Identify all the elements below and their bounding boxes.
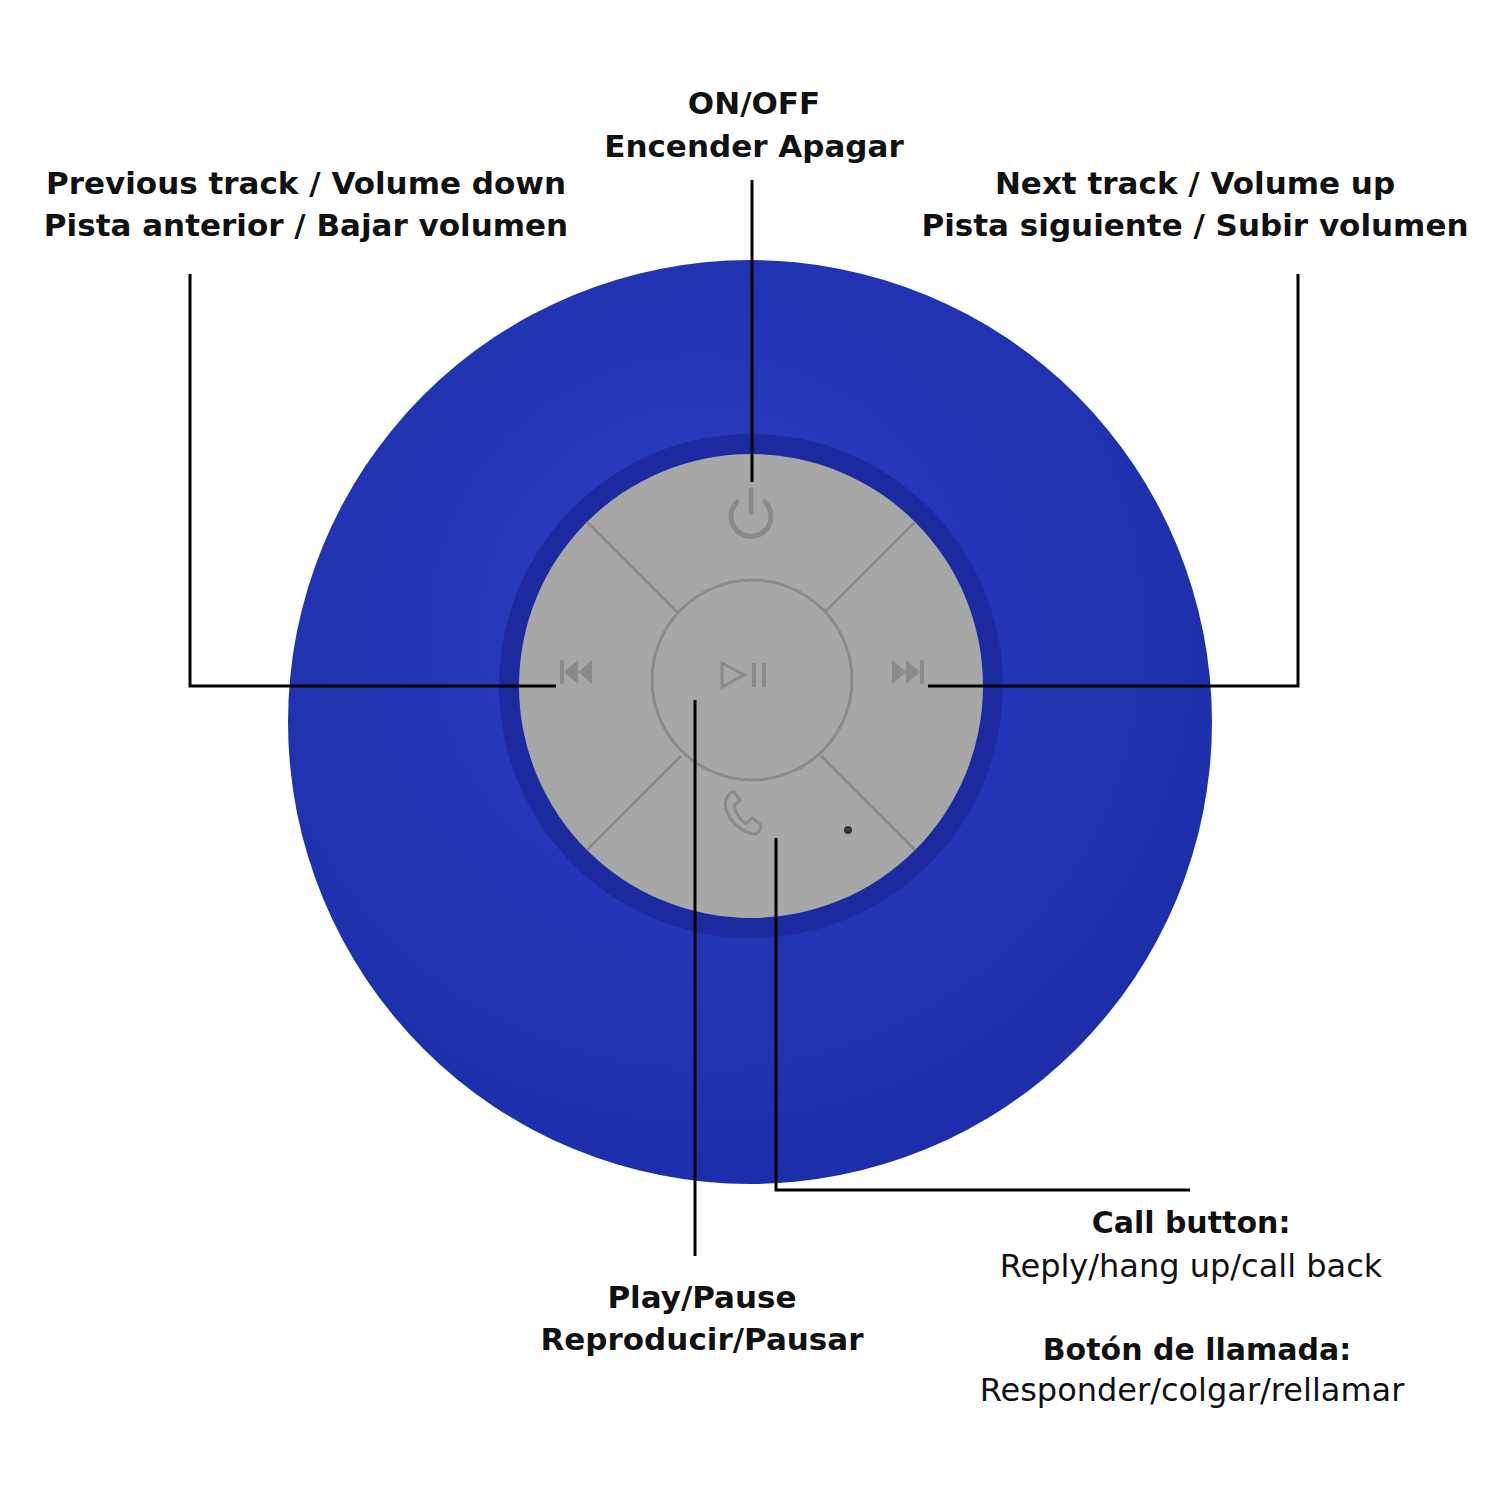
callout-label: Encender Apagar — [604, 128, 904, 165]
pad-dividers — [587, 522, 915, 850]
button-pad — [519, 454, 983, 918]
callout-label: Botón de llamada: — [1043, 1332, 1352, 1368]
callout-label: ON/OFF — [688, 85, 820, 122]
previous-icon — [560, 660, 592, 684]
play-button — [652, 580, 852, 780]
callout-label: Responder/colgar/rellamar — [980, 1371, 1405, 1409]
callout-label: Reproducir/Pausar — [540, 1321, 863, 1358]
callout-label: Reply/hang up/call back — [1000, 1247, 1383, 1285]
callout-label: Next track / Volume up — [995, 165, 1395, 202]
speaker-body — [288, 260, 1212, 1184]
button-ring — [499, 434, 1003, 938]
callout-label: Pista anterior / Bajar volumen — [44, 207, 568, 244]
power-icon — [731, 490, 771, 536]
leader-lines — [190, 180, 1298, 1256]
play-pause-icon — [722, 663, 766, 687]
callout-label: Previous track / Volume down — [46, 165, 566, 202]
callout-label: Play/Pause — [607, 1279, 796, 1316]
microphone-hole — [844, 826, 852, 834]
callout-label: Pista siguiente / Subir volumen — [921, 207, 1468, 244]
callout-label: Call button: — [1092, 1205, 1291, 1241]
next-icon — [892, 660, 924, 684]
phone-icon — [725, 792, 760, 834]
